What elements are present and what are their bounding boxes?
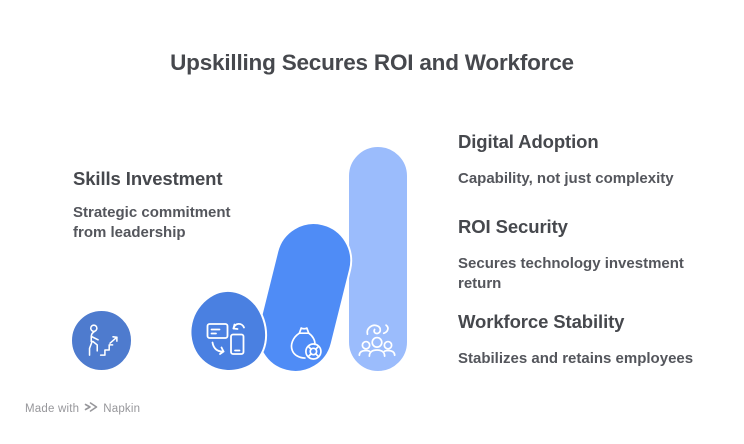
section-skills-investment: Skills Investment Strategic commitment f… bbox=[73, 168, 258, 244]
roi-security-body: Secures technology investment return bbox=[458, 255, 684, 293]
money-bag-lifebuoy-icon bbox=[282, 321, 327, 366]
section-roi-security: ROI Security Secures technology investme… bbox=[458, 216, 708, 295]
workforce-stability-body: Stabilizes and retains employees bbox=[458, 350, 694, 367]
person-climbing-stairs-icon bbox=[81, 321, 122, 362]
page-title: Upskilling Secures ROI and Workforce bbox=[170, 50, 574, 75]
device-sync-icon bbox=[204, 313, 252, 361]
section-digital-adoption: Digital Adoption Capability, not just co… bbox=[458, 131, 708, 189]
watermark-prefix: Made with bbox=[25, 402, 80, 415]
digital-adoption-heading: Digital Adoption bbox=[458, 131, 599, 152]
section-workforce-stability: Workforce Stability Stabilizes and retai… bbox=[458, 311, 708, 369]
workforce-stability-heading: Workforce Stability bbox=[458, 311, 625, 332]
skills-investment-heading: Skills Investment bbox=[73, 168, 223, 189]
team-retention-icon bbox=[354, 318, 400, 360]
napkin-logo-icon bbox=[84, 401, 98, 416]
roi-security-heading: ROI Security bbox=[458, 216, 568, 237]
skills-investment-shape bbox=[70, 309, 133, 372]
digital-adoption-body: Capability, not just complexity bbox=[458, 170, 674, 187]
watermark: Made with Napkin bbox=[25, 401, 140, 416]
watermark-brand: Napkin bbox=[103, 402, 141, 415]
skills-investment-body: Strategic commitment from leadership bbox=[73, 204, 231, 242]
